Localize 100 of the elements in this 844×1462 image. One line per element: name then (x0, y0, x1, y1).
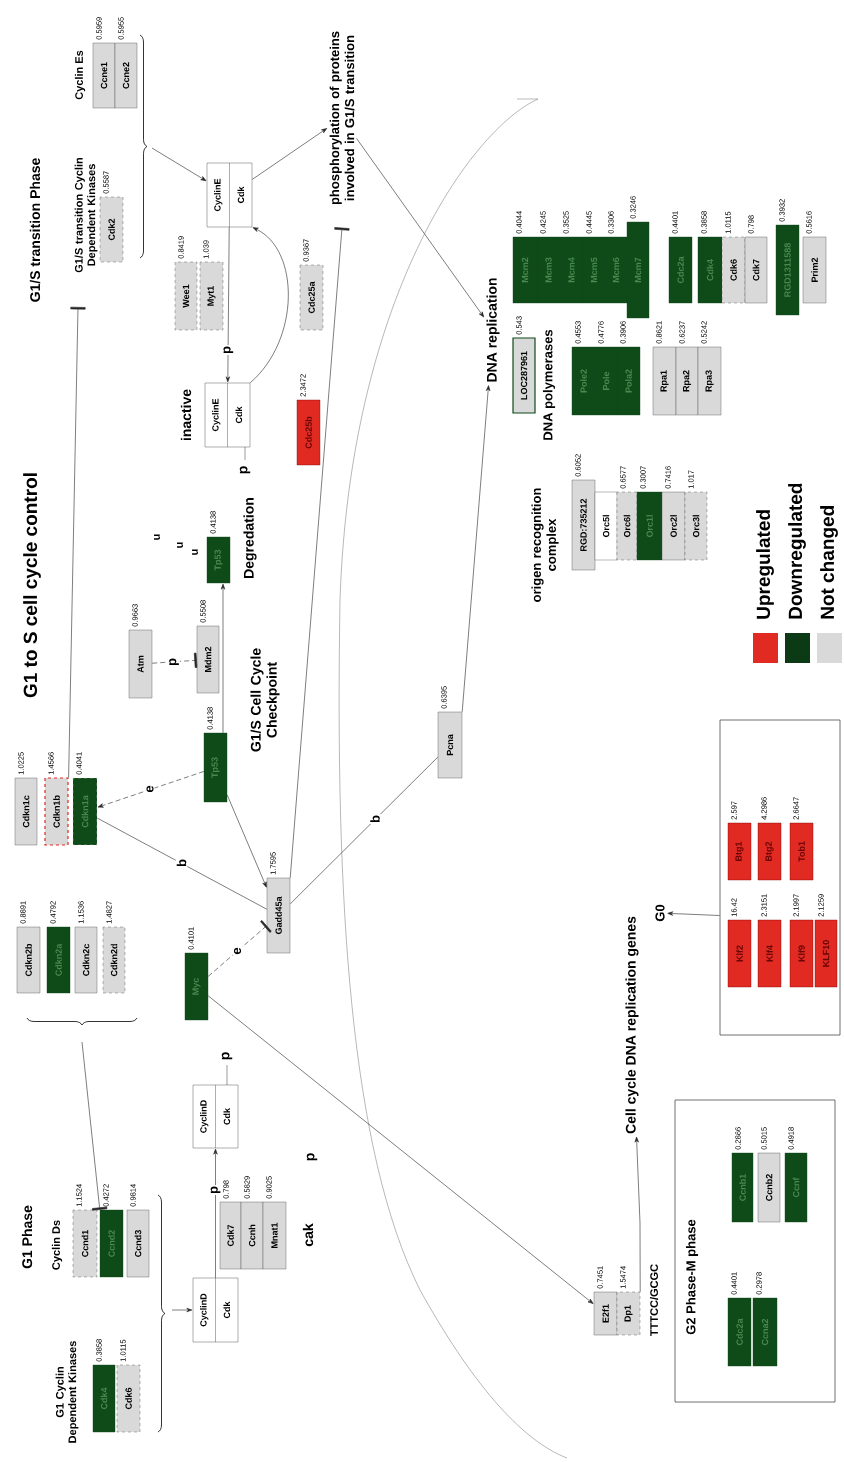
arrow (251, 128, 328, 180)
gene-box: Ccnd1 (72, 1209, 98, 1278)
process-label: phosphorylation of proteins involved in G1/S transition (329, 31, 355, 205)
gene-box: Tob1 (789, 822, 814, 881)
gene-box: Cdkn2d (102, 926, 126, 994)
gene-box: Btg2 (757, 822, 782, 881)
gene-box: Cdkn1a (72, 777, 98, 846)
inhibition-line (207, 920, 272, 977)
edge-label: e (145, 784, 155, 794)
gene-box: Btg1 (727, 822, 752, 881)
edge-label: p (168, 657, 180, 667)
complex-box: CyclinD Cdk (192, 1277, 239, 1343)
title: G1 to S cell cycle control (23, 473, 41, 698)
complex-box: CyclinD Cdk (192, 1084, 239, 1149)
gene-box: Cdk6 (721, 236, 746, 304)
inhibition-line (289, 227, 350, 879)
sequence-label: TTTCC/GCGC (649, 1264, 659, 1336)
gene-box: Myc (184, 952, 209, 1021)
group-heading: G1/S transition Cyclin Dependent Kinases (74, 157, 98, 273)
group-heading: cak (302, 1223, 314, 1247)
gene-box: Pcna (437, 711, 463, 779)
arrow (213, 1148, 218, 1279)
phase-label: G0 (655, 904, 665, 922)
arrow (249, 227, 289, 384)
gene-box: Cdkn1b (44, 777, 69, 846)
gene-box: Cdk6 (116, 1364, 141, 1433)
gene-box: Prim2 (802, 236, 827, 304)
edge-label: p (209, 1185, 222, 1195)
ubiquitin-label: u (177, 542, 183, 548)
connector-line (96, 817, 268, 910)
ubiquitin-label: u (154, 534, 160, 540)
arrow (207, 995, 594, 1304)
connector-line (289, 756, 439, 905)
gene-box: Orc1l (636, 491, 663, 561)
gene-box: RGD:735212 (571, 479, 596, 571)
gene-box: Mcm2 (512, 236, 538, 304)
section-heading: G1/S transition Phase (29, 158, 41, 302)
gene-box: Rpa1 (652, 346, 677, 416)
gene-box: Klf2 (727, 919, 752, 988)
gene-box: Cdk4 (92, 1364, 116, 1433)
arrow (226, 794, 267, 888)
gene-box: Ccnh (240, 1201, 264, 1270)
ubiquitin-label: u (192, 549, 198, 555)
inhibition-line (68, 306, 86, 778)
gene-box: Cdk7 (219, 1201, 242, 1270)
gene-box: Pole (594, 346, 618, 416)
gene-box: Cdc25b (296, 399, 321, 466)
gene-box: Cdk4 (697, 236, 723, 304)
group-heading: Cyclin Ds (51, 1220, 63, 1270)
gene-box: KLF10 (814, 919, 838, 988)
gene-box: Rpa3 (697, 346, 722, 416)
process-label: DNA replication (486, 278, 500, 382)
gene-box: Dp1 (616, 1291, 641, 1336)
inhibition-line (151, 652, 198, 668)
gene-box: Ccne2 (114, 42, 138, 109)
group-heading: G1 Cyclin Dependent Kinases (55, 1341, 79, 1443)
gene-box: Mcm3 (536, 236, 561, 304)
gene-box: Tp53 (206, 536, 231, 584)
gene-box: Orc3l (684, 491, 708, 561)
group-heading: DNA polymerases (542, 329, 556, 440)
arrow (220, 583, 226, 734)
gene-box: Cdkn2a (46, 926, 71, 994)
gene-box: Ccnf (784, 1152, 808, 1223)
gene-box: Wee1 (174, 261, 198, 331)
gene-box: Cdkn2c (74, 926, 98, 994)
process-label: Degredation (243, 498, 257, 578)
gene-box: Cdkn2b (16, 926, 41, 994)
gene-box: Ccnd3 (126, 1209, 150, 1278)
gene-box: E2f1 (593, 1291, 618, 1336)
gene-box: Mcm4 (559, 236, 584, 304)
gene-box: Mcm7 (626, 221, 650, 319)
gene-box: Mnat1 (262, 1201, 287, 1270)
gene-box: Orc6l (616, 491, 638, 561)
legend-label: Not changed (820, 506, 838, 619)
arrow (461, 385, 491, 713)
gene-box: Ccnd2 (99, 1209, 124, 1278)
gene-box: Cdkn1c (14, 777, 38, 846)
group-heading: origen recognition complex (531, 488, 559, 602)
legend-label: Upregulated (756, 510, 774, 619)
edge-label: e (232, 946, 243, 956)
gene-box: Myt1 (199, 261, 224, 331)
gene-box: Mcm6 (604, 236, 628, 304)
group-box (719, 719, 841, 1036)
gene-box: Ccna2 (752, 1297, 778, 1367)
edge-label: p (222, 345, 235, 355)
gene-box: Atm (128, 629, 153, 699)
phosphate-label: p (306, 1153, 318, 1161)
gene-box: Cdc2a (668, 236, 693, 304)
phosphate-mark: p (239, 446, 251, 474)
gene-box: Cdk2 (99, 196, 124, 263)
gene-box: Cdc2a (727, 1297, 752, 1367)
gene-box: Gadd45a (266, 877, 291, 954)
gene-box: Klf4 (757, 919, 782, 988)
edge-label: b (175, 858, 188, 868)
gene-box: Cdk7 (744, 236, 768, 304)
arrow (356, 138, 485, 318)
section-heading: G1/S Cell Cycle Checkpoint (250, 648, 280, 752)
gene-box: Cdc25a (299, 264, 324, 331)
gene-box: Rpa2 (675, 346, 699, 416)
gene-box: Klf9 (789, 919, 814, 988)
